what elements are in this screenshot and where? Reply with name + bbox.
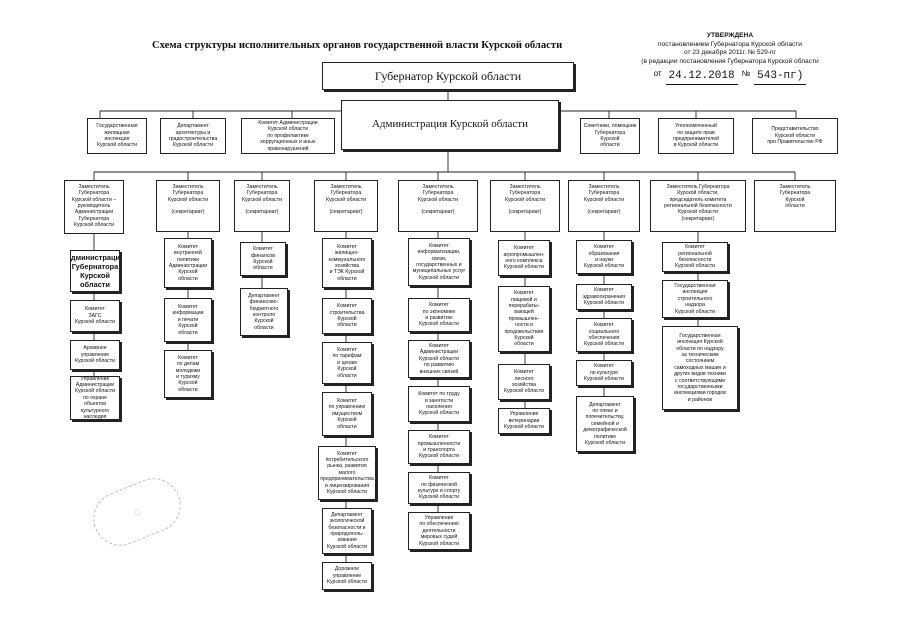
column-1-head: Заместитель Губернатора Курской области … — [64, 180, 124, 234]
number-prefix: № — [741, 69, 751, 79]
machinery-inspection-box: Государственная инспекция Курской област… — [662, 326, 738, 410]
agro-committee-box: Комитет агропромышлен- ного комплекса Ку… — [498, 240, 550, 276]
regional-security-box: Комитет региональной безопасности Курско… — [662, 242, 728, 272]
housing-inspection-box: Государственная жилищная инспекция Курск… — [87, 118, 147, 154]
approval-line-2: от 23 декабря 2011г. № 529-пг — [683, 49, 777, 57]
industry-committee-box: Комитет промышленности и транспорта Курс… — [408, 430, 470, 464]
zags-committee-box: Комитет ЗАГС Курской области — [70, 300, 120, 332]
magistrates-support-box: Управление по обеспечению деятельности м… — [408, 512, 470, 550]
column-2-head: Заместитель Губернатора Курской области … — [156, 180, 220, 232]
column-3-head: Заместитель Губернатора Курской области … — [234, 180, 290, 232]
representation-box: Представительство Курской области при Пр… — [752, 118, 838, 154]
labour-committee-box: Комитет по труду и занятости населения К… — [408, 386, 470, 422]
food-industry-box: Комитет пищевой и перерабаты- вающей про… — [498, 286, 550, 352]
road-department-box: Дорожное управление Курской области — [322, 562, 372, 590]
column-4-head: Заместитель Губернатора Курской области … — [314, 180, 378, 232]
page-title: Схема структуры исполнительных органов г… — [152, 40, 563, 51]
tariffs-committee-box: Комитет по тарифам и ценам Курской облас… — [322, 342, 372, 384]
external-relations-box: Комитет Администрации Курской области по… — [408, 340, 470, 378]
finance-committee-box: Комитет финансов Курской области — [240, 242, 286, 276]
advisers-box: Советники, помощник Губернатора Курской … — [580, 118, 640, 154]
informatization-box: Комитет информатизации, связи, государст… — [408, 238, 470, 286]
health-committee-box: Комитет здравоохранения Курской области — [576, 284, 632, 310]
sport-committee-box: Комитет по физической культуре и спорту … — [408, 472, 470, 504]
handwritten-date: 24.12.2018 — [665, 69, 738, 85]
culture-committee-box: Комитет по культуре Курской области — [576, 360, 632, 386]
date-prefix: от — [653, 69, 662, 79]
press-committee-box: Комитет информации и печати Курской обла… — [164, 298, 212, 342]
youth-committee-box: Комитет по делам молодежи и туризму Курс… — [164, 350, 212, 398]
column-8-head: Заместитель Губернатора Курской области,… — [650, 180, 746, 232]
approval-block: УТВЕРЖДЕНА постановлением Губернатора Ку… — [612, 32, 848, 85]
column-6-head: Заместитель Губернатора Курской области … — [490, 180, 560, 232]
veterinary-department-box: Управление ветеринарии Курской области — [498, 408, 550, 434]
column-5-head: Заместитель Губернатора Курской области … — [398, 180, 478, 232]
construction-supervision-box: Государственная инспекция строительного … — [662, 280, 728, 318]
ecology-department-box: Департамент экологической безопасности и… — [322, 508, 372, 554]
governor-administration-box: Администрация Губернатора Курской област… — [70, 250, 120, 292]
anticorruption-committee-box: Комитет Администрации Курской области по… — [241, 118, 335, 154]
forestry-committee-box: Комитет лесного хозяйства Курской област… — [498, 364, 550, 400]
economy-committee-box: Комитет по экономике и развитию Курской … — [408, 298, 470, 332]
handwritten-number: 543-пг) — [754, 69, 807, 85]
approval-date-row: от 24.12.2018 № 543-пг) — [612, 69, 848, 85]
column-9-head: Заместитель Губернатора Курской области — [754, 180, 836, 232]
architecture-department-box: Департамент архитектуры и градостроитель… — [160, 118, 226, 154]
approval-line-3: (в редакции постановления Губернатора Ку… — [641, 57, 819, 65]
property-committee-box: Комитет по управлению имуществом Курской… — [322, 392, 372, 436]
social-security-box: Комитет социального обеспечения Курской … — [576, 318, 632, 352]
consumer-market-box: Комитет потребительского рынка, развития… — [318, 446, 376, 500]
governor-box: Губернатор Курской области — [322, 62, 574, 90]
stamp-mark: ◯ — [132, 508, 142, 517]
internal-policy-box: Комитет внутренней политики Администраци… — [164, 238, 212, 288]
education-committee-box: Комитет образования и науки Курской обла… — [576, 240, 632, 274]
administration-box: Администрация Курской области — [341, 100, 559, 150]
housing-utilities-box: Комитет жилищно- коммунального хозяйства… — [322, 238, 372, 288]
guardianship-department-box: Департамент по опеке и попечительству, с… — [576, 396, 634, 452]
archive-department-box: Архивное управление Курской области — [70, 340, 120, 370]
approval-head: УТВЕРЖДЕНА — [706, 32, 754, 39]
column-7-head: Заместитель Губернатора Курской области … — [568, 180, 640, 232]
cultural-heritage-box: Управление Администрации Курской области… — [70, 376, 120, 420]
construction-committee-box: Комитет строительства Курской области — [322, 298, 372, 334]
business-ombudsman-box: Уполномоченный по защите прав предприним… — [658, 118, 734, 154]
approval-line-1: постановлением Губернатора Курской облас… — [658, 40, 802, 48]
budget-control-box: Департамент финансово- бюджетного контро… — [240, 288, 288, 336]
